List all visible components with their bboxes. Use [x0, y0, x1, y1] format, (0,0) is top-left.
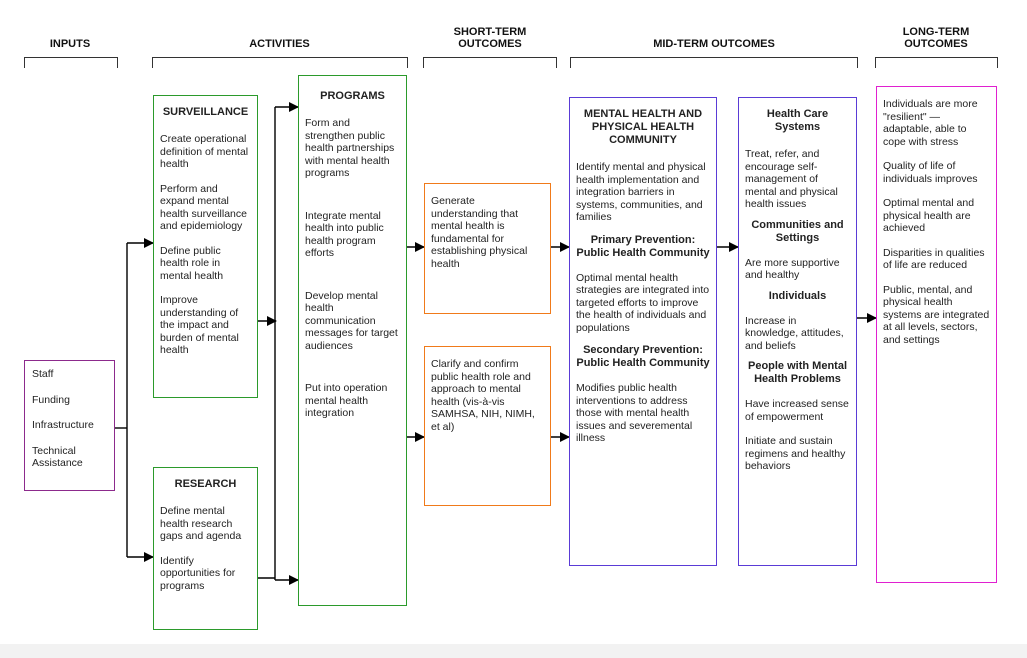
bracket-activities — [152, 57, 408, 68]
input-item-technical-assistance: Technical Assistance — [32, 444, 83, 470]
communities-settings-title: Communities and Settings — [751, 218, 844, 244]
inputs-box: Staff Funding Infrastructure Technical A… — [24, 360, 115, 491]
header-long-term-line1: LONG-TERM — [902, 26, 970, 38]
research-title: RESEARCH — [174, 478, 237, 490]
header-short-term-line1: SHORT-TERM — [453, 26, 527, 38]
programs-item: Put into operation mental health integra… — [305, 382, 388, 419]
short-term-text: Clarify and confirm public health role a… — [431, 358, 535, 433]
long-term-box: Individuals are more "resilient" — adapt… — [876, 86, 997, 583]
header-short-term-line2: OUTCOMES — [458, 38, 522, 50]
mid-term-text: Optimal mental health strategies are int… — [576, 271, 710, 334]
surveillance-box: SURVEILLANCE Create operational definiti… — [153, 95, 258, 398]
bracket-short-term — [423, 57, 557, 68]
header-long-term-line2: OUTCOMES — [904, 38, 968, 50]
surveillance-item: Improve understanding of the impact and … — [160, 294, 239, 356]
long-term-item: Individuals are more "resilient" — adapt… — [883, 98, 978, 148]
surveillance-title: SURVEILLANCE — [162, 106, 249, 118]
bracket-long-term — [875, 57, 998, 68]
input-item-staff: Staff — [32, 368, 54, 380]
primary-prevention-title: Primary Prevention: Public Health Commun… — [576, 233, 710, 259]
short-term-box-role: Clarify and confirm public health role a… — [424, 346, 551, 506]
input-item-infrastructure: Infrastructure — [32, 419, 94, 431]
bottom-bar — [0, 644, 1027, 658]
header-mid-term: MID-TERM OUTCOMES — [570, 0, 858, 50]
research-box: RESEARCH Define mental health research g… — [153, 467, 258, 630]
mid-term-text: Identify mental and physical health impl… — [576, 161, 706, 223]
programs-item: Develop mental health communication mess… — [305, 289, 398, 352]
mid-term-text: Are more supportive and healthy — [745, 256, 840, 282]
long-term-item: Optimal mental and physical health are a… — [883, 197, 975, 234]
programs-box: PROGRAMS Form and strengthen public heal… — [298, 75, 407, 606]
mid-term-text: Modifies public health interventions to … — [576, 382, 693, 444]
bracket-inputs — [24, 57, 118, 68]
individuals-title: Individuals — [768, 289, 827, 302]
mid-term-systems-box: Health Care Systems Treat, refer, and en… — [738, 97, 857, 566]
long-term-item: Quality of life of individuals improves — [883, 160, 978, 185]
research-item: Define mental health research gaps and a… — [160, 505, 242, 542]
header-inputs-label: INPUTS — [49, 38, 91, 50]
header-inputs: INPUTS — [22, 0, 118, 50]
header-mid-term-label: MID-TERM OUTCOMES — [653, 38, 775, 50]
people-mental-health-title: People with Mental Health Problems — [747, 360, 847, 385]
secondary-prevention-title: Secondary Prevention: Public Health Comm… — [576, 344, 710, 369]
header-activities-label: ACTIVITIES — [249, 38, 310, 50]
header-activities: ACTIVITIES — [152, 0, 407, 50]
programs-item: Form and strengthen public health partne… — [305, 117, 395, 179]
mid-term-community-box: MENTAL HEALTH AND PHYSICAL HEALTH COMMUN… — [569, 97, 717, 566]
input-item-funding: Funding — [32, 393, 70, 406]
health-care-systems-title: Health Care Systems — [766, 108, 829, 133]
bracket-mid-term — [570, 57, 858, 68]
short-term-text: Generate understanding that mental healt… — [431, 195, 528, 270]
programs-item: Integrate mental health into public heal… — [305, 209, 384, 260]
surveillance-item: Perform and expand mental health surveil… — [160, 182, 247, 233]
long-term-item: Disparities in qualities of life are red… — [883, 246, 985, 272]
mid-term-text: Have increased sense of empowerment — [745, 398, 849, 423]
surveillance-item: Define public health role in mental heal… — [160, 244, 224, 282]
mid-term-text: Initiate and sustain regimens and health… — [745, 435, 846, 472]
programs-title: PROGRAMS — [320, 90, 385, 102]
long-term-item: Public, mental, and physical health syst… — [883, 283, 990, 346]
mid-term-community-title: MENTAL HEALTH AND PHYSICAL HEALTH COMMUN… — [583, 108, 703, 146]
mid-term-text: Treat, refer, and encourage self-managem… — [745, 148, 838, 210]
research-item: Identify opportunities for programs — [160, 554, 236, 592]
mid-term-text: Increase in knowledge, attitudes, and be… — [745, 314, 844, 352]
surveillance-item: Create operational definition of mental … — [160, 133, 249, 170]
short-term-box-understanding: Generate understanding that mental healt… — [424, 183, 551, 314]
